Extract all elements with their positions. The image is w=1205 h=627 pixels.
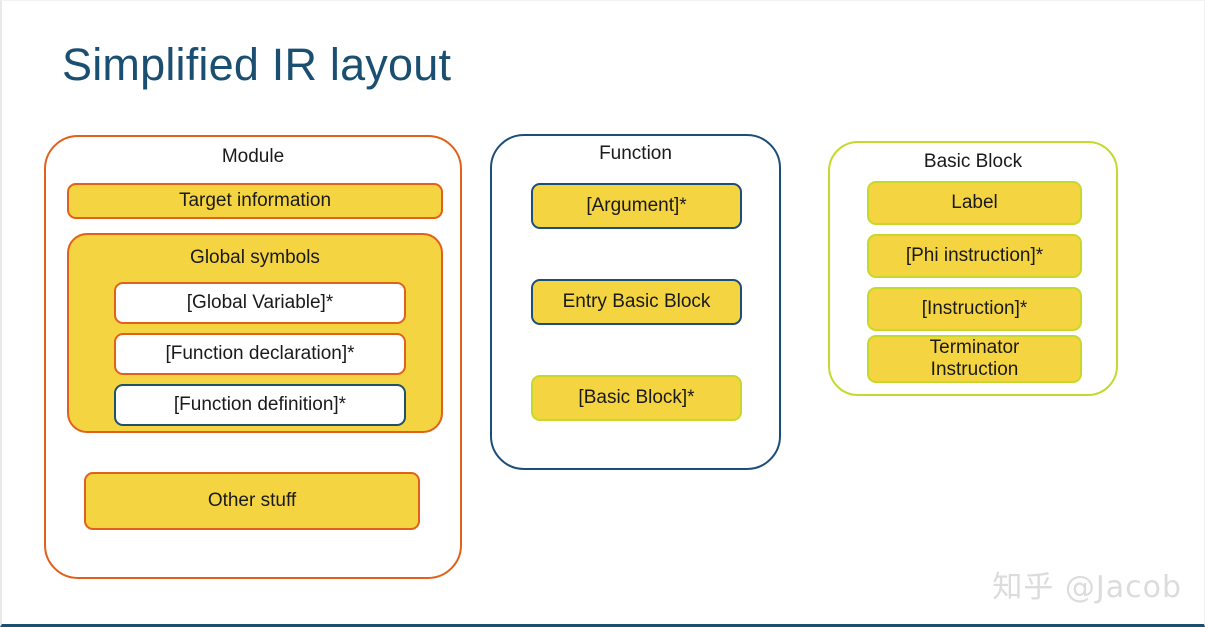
chip-function-definition: [Function definition]* — [114, 384, 406, 426]
chip-terminator-instruction-line2: Instruction — [930, 359, 1019, 380]
chip-basic-block: [Basic Block]* — [531, 375, 742, 421]
function-container: Function [Argument]* Entry Basic Block [… — [490, 134, 781, 470]
chip-entry-basic-block: Entry Basic Block — [531, 279, 742, 325]
chip-label: Label — [867, 181, 1082, 225]
watermark: 知乎 @Jacob — [992, 570, 1182, 605]
global-symbols-container: Global symbols [Global Variable]* [Funct… — [67, 233, 443, 433]
module-title: Module — [221, 146, 285, 167]
chip-terminator-instruction: Terminator Instruction — [867, 335, 1082, 383]
basic-block-container: Basic Block Label [Phi instruction]* [In… — [828, 141, 1118, 396]
global-symbols-title: Global symbols — [190, 247, 320, 268]
chip-argument: [Argument]* — [531, 183, 742, 229]
page-title: Simplified IR layout — [62, 39, 452, 90]
chip-other-stuff: Other stuff — [84, 472, 420, 530]
chip-function-declaration: [Function declaration]* — [114, 333, 406, 375]
function-title: Function — [599, 143, 672, 164]
basic-block-title: Basic Block — [923, 151, 1023, 172]
chip-terminator-instruction-line1: Terminator — [929, 337, 1020, 359]
chip-global-variable: [Global Variable]* — [114, 282, 406, 324]
chip-instruction: [Instruction]* — [867, 287, 1082, 331]
chip-phi-instruction: [Phi instruction]* — [867, 234, 1082, 278]
chip-target-information: Target information — [67, 183, 443, 219]
module-container: Module Target information Global symbols… — [44, 135, 462, 579]
